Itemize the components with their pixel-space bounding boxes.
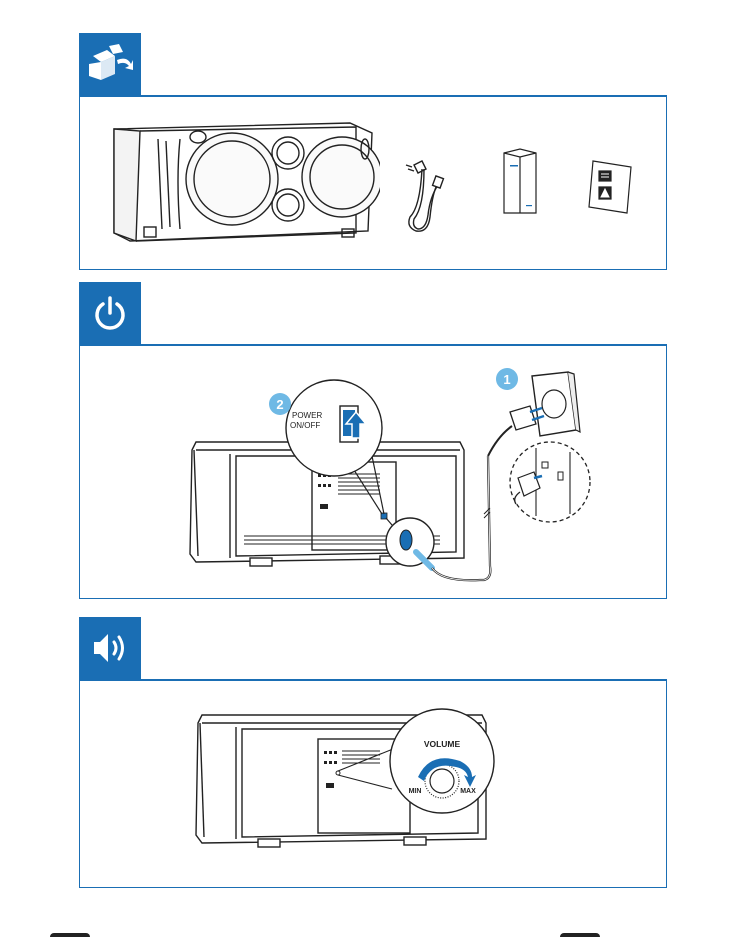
section-icon-volume xyxy=(79,617,141,679)
bottom-mark-left xyxy=(50,933,90,937)
speaker-front-illustration xyxy=(110,119,380,249)
panel-box-contents xyxy=(79,96,667,270)
open-box-icon xyxy=(85,42,135,86)
volume-max-label: MAX xyxy=(460,788,476,795)
bottom-mark-right xyxy=(560,933,600,937)
volume-title: VOLUME xyxy=(424,739,461,749)
safety-leaflet-illustration xyxy=(587,157,637,217)
panel-volume: VOLUME MIN MAX xyxy=(79,680,667,888)
volume-min-label: MIN xyxy=(409,788,422,795)
panel-power: POWER ON/OFF 2 1 xyxy=(79,345,667,599)
speaker-volume-icon xyxy=(88,628,132,668)
volume-knob-illustration: VOLUME MIN MAX xyxy=(80,681,666,887)
power-cord-illustration xyxy=(400,147,450,237)
power-switch-label-line2: ON/OFF xyxy=(290,421,320,430)
step-1-number: 1 xyxy=(503,372,510,387)
section-icon-box-contents xyxy=(79,33,141,95)
step-2-number: 2 xyxy=(276,397,283,412)
section-icon-power xyxy=(79,282,141,344)
power-icon xyxy=(90,293,130,333)
power-connection-illustration: POWER ON/OFF 2 1 xyxy=(80,346,666,598)
quick-start-guide-illustration xyxy=(500,147,540,217)
power-switch-label-line1: POWER xyxy=(292,411,322,420)
